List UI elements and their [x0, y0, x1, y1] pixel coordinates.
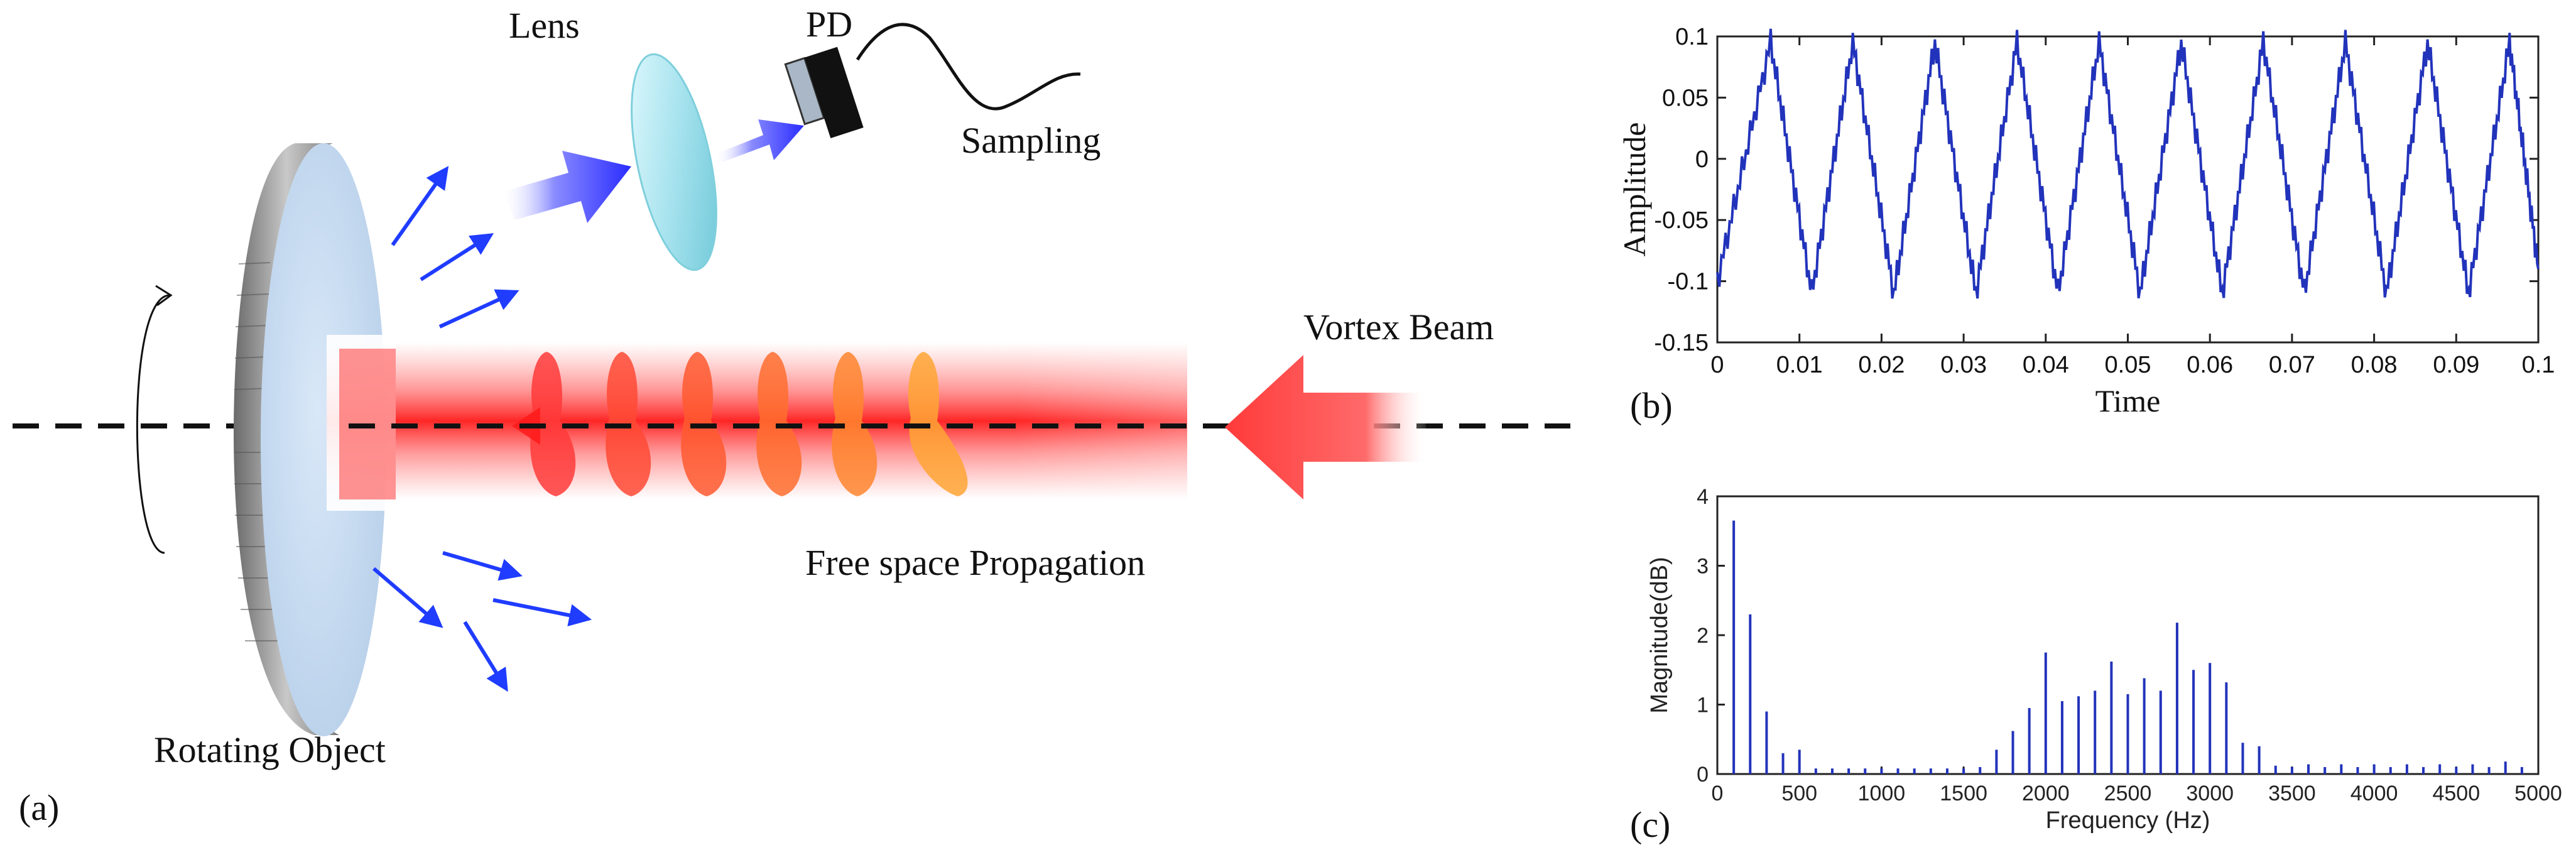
panel-label-b: (b) [1630, 385, 1673, 426]
scatter-arrow [372, 567, 443, 628]
x-tick-label-c: 500 [1781, 782, 1817, 805]
y-tick-label-b: -0.1 [1668, 269, 1709, 295]
y-axis-label-b: Amplitude [1617, 123, 1652, 257]
y-tick-label-b: 0 [1695, 146, 1709, 173]
scatter-arrow [391, 166, 449, 246]
x-tick-label-c: 5000 [2514, 782, 2562, 805]
y-tick-label-c: 4 [1697, 485, 1709, 509]
x-tick-label-b: 0 [1710, 352, 1724, 378]
x-tick-label-c: 2500 [2104, 782, 2152, 805]
spectrum-bars [1732, 520, 2523, 774]
x-axis-label-c: Frequency (Hz) [2046, 807, 2210, 834]
panel-label-a: (a) [19, 787, 59, 828]
rotating-disk [234, 143, 386, 736]
x-tick-label-b: 0.09 [2433, 352, 2479, 378]
x-tick-label-c: 2000 [2022, 782, 2070, 805]
lens-label: Lens [509, 5, 580, 46]
x-axis-label-b: Time [2095, 383, 2161, 418]
plot-area-b [1716, 35, 2540, 344]
y-tick-label-c: 1 [1697, 694, 1709, 717]
y-tick-label-b: 0.05 [1662, 85, 1709, 111]
x-tick-label-b: 0.07 [2269, 352, 2315, 378]
spectrum-chart: 0 500 1000 1500 2000 2500 3000 3500 4000 4500 5000… [1630, 485, 2562, 845]
collected-light-arrow [503, 151, 631, 223]
axis-ticks-b: 0 0.01 0.02 0.03 0.04 0.05 0.06 0.07 0.08 0.09 0.1… [1654, 24, 2555, 378]
sampling-label: Sampling [961, 120, 1101, 161]
setup-diagram: Lens PD Sampling Vortex Beam Free space … [13, 4, 1570, 828]
disk-edge [234, 143, 339, 735]
x-tick-label-c: 4000 [2350, 782, 2398, 805]
vortex-beam-arrow [1225, 355, 1426, 499]
photodetector [784, 46, 864, 139]
scatter-arrow [463, 621, 508, 692]
beam-fade [327, 342, 1187, 499]
x-tick-label-c: 0 [1712, 782, 1724, 805]
x-tick-label-b: 0.02 [1858, 352, 1905, 378]
disk-knurl [234, 262, 278, 641]
x-tick-label-b: 0.01 [1776, 352, 1823, 378]
vortex-beam-label: Vortex Beam [1303, 307, 1494, 347]
signal-line [1716, 28, 2540, 299]
x-tick-label-c: 4500 [2432, 782, 2480, 805]
pd-label: PD [806, 4, 852, 45]
pd-cable [856, 23, 1081, 111]
rotating-object-label: Rotating Object [154, 729, 386, 770]
rotation-arrow-head [155, 285, 173, 307]
disk-face [261, 143, 386, 736]
scatter-arrow [442, 551, 523, 581]
axis-ticks-c: 0 500 1000 1500 2000 2500 3000 3500 4000 4500 5000… [1697, 485, 2562, 805]
x-tick-label-c: 1000 [1858, 782, 1906, 805]
x-tick-label-b: 0.1 [2522, 352, 2555, 378]
y-axis-label-c: Magnitude(dB) [1646, 557, 1673, 713]
free-space-label: Free space Propagation [805, 542, 1145, 583]
x-tick-label-b: 0.03 [1940, 352, 1987, 378]
x-tick-label-b: 0.04 [2023, 352, 2069, 378]
x-tick-label-b: 0.05 [2105, 352, 2151, 378]
x-tick-label-b: 0.08 [2351, 352, 2398, 378]
x-tick-label-c: 3000 [2186, 782, 2234, 805]
scatter-arrows-upper [391, 166, 519, 329]
focused-light-arrow [716, 119, 804, 162]
beam-helix [530, 352, 968, 496]
panel-label-c: (c) [1630, 804, 1670, 845]
y-tick-label-c: 2 [1697, 624, 1709, 648]
rotation-arrow [136, 294, 170, 554]
x-tick-label-b: 0.06 [2187, 352, 2233, 378]
y-tick-label-b: 0.1 [1675, 24, 1709, 50]
pd-sensor [784, 57, 825, 126]
x-tick-label-c: 1500 [1940, 782, 1987, 805]
pd-housing [804, 46, 864, 139]
y-tick-label-b: -0.15 [1654, 330, 1709, 356]
y-tick-label-c: 3 [1697, 555, 1709, 579]
vortex-beam [327, 342, 1187, 499]
lens-body [631, 53, 717, 271]
y-tick-label-c: 0 [1697, 763, 1709, 787]
scatter-arrow [438, 289, 519, 329]
scatter-arrow [420, 233, 494, 281]
x-tick-label-c: 3500 [2268, 782, 2316, 805]
y-tick-label-b: -0.05 [1654, 207, 1709, 234]
scatter-arrow [492, 598, 592, 627]
time-signal-chart: 0 0.01 0.02 0.03 0.04 0.05 0.06 0.07 0.08 0.09 0.1… [1617, 24, 2555, 426]
scatter-arrows-lower [372, 551, 592, 692]
lens [631, 53, 717, 271]
